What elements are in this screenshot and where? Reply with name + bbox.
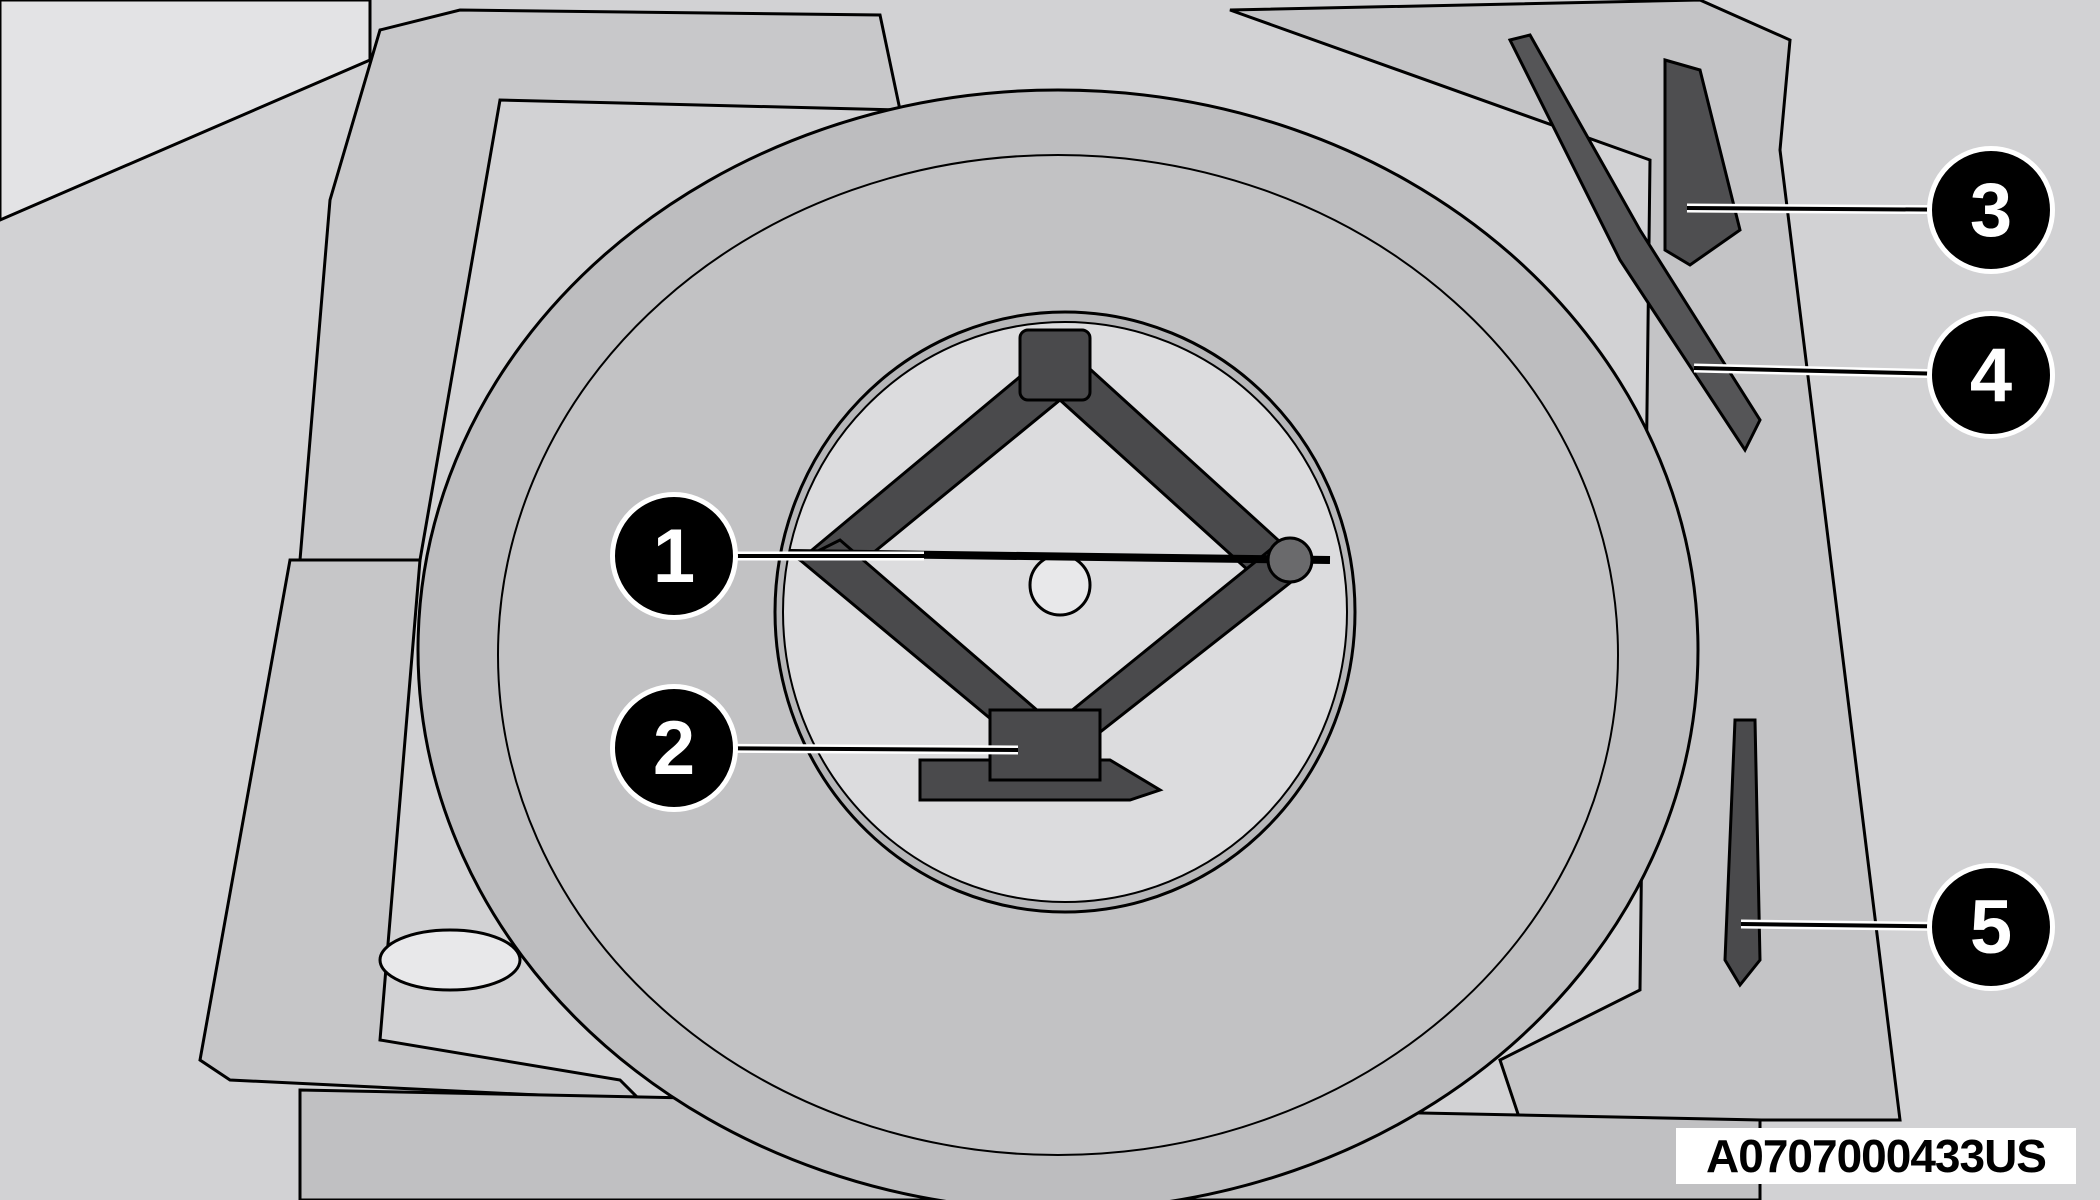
callout-5: 5 — [1927, 863, 2055, 991]
callout-1: 1 — [610, 492, 738, 620]
callout-4: 4 — [1927, 311, 2055, 439]
figure-id-label: A0707000433US — [1676, 1128, 2076, 1184]
callout-2: 2 — [610, 684, 738, 812]
tool-kit — [1507, 33, 1762, 988]
left-trim-panel — [298, 8, 902, 562]
left-storage-bin — [198, 558, 644, 1102]
scissor-jack — [789, 328, 1331, 802]
jack-handle — [1663, 58, 1742, 267]
tow-hook — [1723, 718, 1762, 988]
lug-wrench — [1507, 33, 1762, 453]
callout-3: 3 — [1927, 146, 2055, 274]
